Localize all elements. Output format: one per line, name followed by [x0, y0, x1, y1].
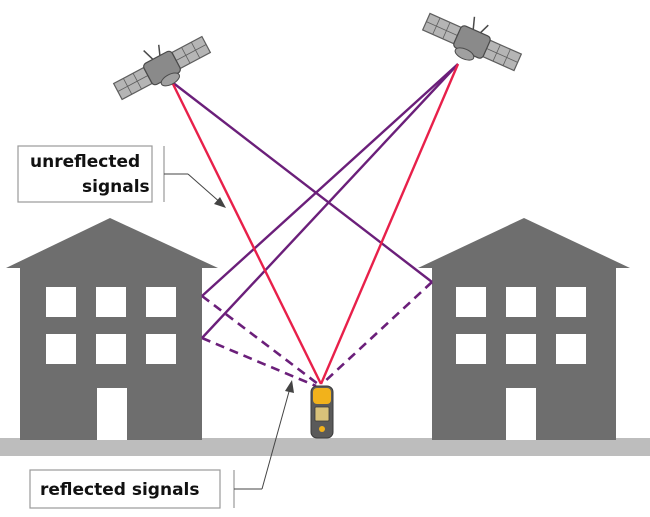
receiver-screen	[314, 406, 330, 422]
reflected-bounce-path	[321, 281, 433, 385]
unreflected-callout-box	[17, 145, 153, 203]
satellite-antenna	[157, 44, 161, 56]
reflected-signal-segment	[201, 63, 459, 339]
door	[97, 388, 127, 440]
window	[456, 287, 486, 317]
right-building-roof	[418, 218, 630, 268]
callout-leader	[261, 387, 291, 490]
reflected-signals	[171, 63, 459, 339]
callout-leader	[187, 173, 223, 205]
window	[506, 334, 536, 364]
reflected-callout-box	[29, 469, 221, 509]
reflected-bounce-path	[201, 336, 317, 388]
reflected-callout: reflected signals	[29, 380, 294, 509]
receiver-top	[313, 388, 331, 404]
window	[146, 334, 176, 364]
satellite-antenna	[143, 50, 154, 60]
unreflected-callout: unreflected signals	[17, 145, 226, 208]
window	[96, 287, 126, 317]
direct-signal-line	[170, 81, 323, 385]
reflected-bounce-paths	[201, 281, 433, 388]
satellite-antenna	[472, 16, 476, 30]
panel-grid	[175, 44, 207, 61]
reflected-signal-segment	[201, 63, 459, 297]
gps-receiver-icon	[310, 385, 334, 439]
satellite-dish	[454, 47, 475, 61]
window	[146, 287, 176, 317]
unreflected-signals	[170, 63, 460, 385]
window	[46, 334, 76, 364]
panel-grid	[426, 21, 458, 36]
window	[556, 287, 586, 317]
unreflected-label-line2: signals	[82, 177, 150, 197]
panel-grid	[486, 48, 518, 63]
callout-arrowhead	[214, 197, 226, 208]
satellite-icon	[421, 12, 523, 72]
window	[456, 334, 486, 364]
reflected-label: reflected signals	[40, 480, 200, 500]
satellite-icon	[112, 35, 212, 101]
reflected-bounce-path	[201, 294, 319, 386]
satellite-dish	[160, 72, 180, 87]
window	[556, 334, 586, 364]
satellite-antenna	[480, 24, 489, 34]
window	[96, 334, 126, 364]
panel-grid	[117, 75, 149, 92]
callout-arrowhead	[285, 380, 294, 393]
ground	[0, 438, 650, 456]
right-building	[418, 218, 630, 440]
door	[506, 388, 536, 440]
reflected-signal-segment	[171, 81, 433, 283]
unreflected-label-line1: unreflected	[30, 152, 140, 172]
direct-signal-line	[319, 63, 460, 385]
window	[46, 287, 76, 317]
window	[506, 287, 536, 317]
left-building-roof	[6, 218, 218, 268]
left-building	[6, 218, 218, 440]
receiver-button	[319, 426, 325, 432]
